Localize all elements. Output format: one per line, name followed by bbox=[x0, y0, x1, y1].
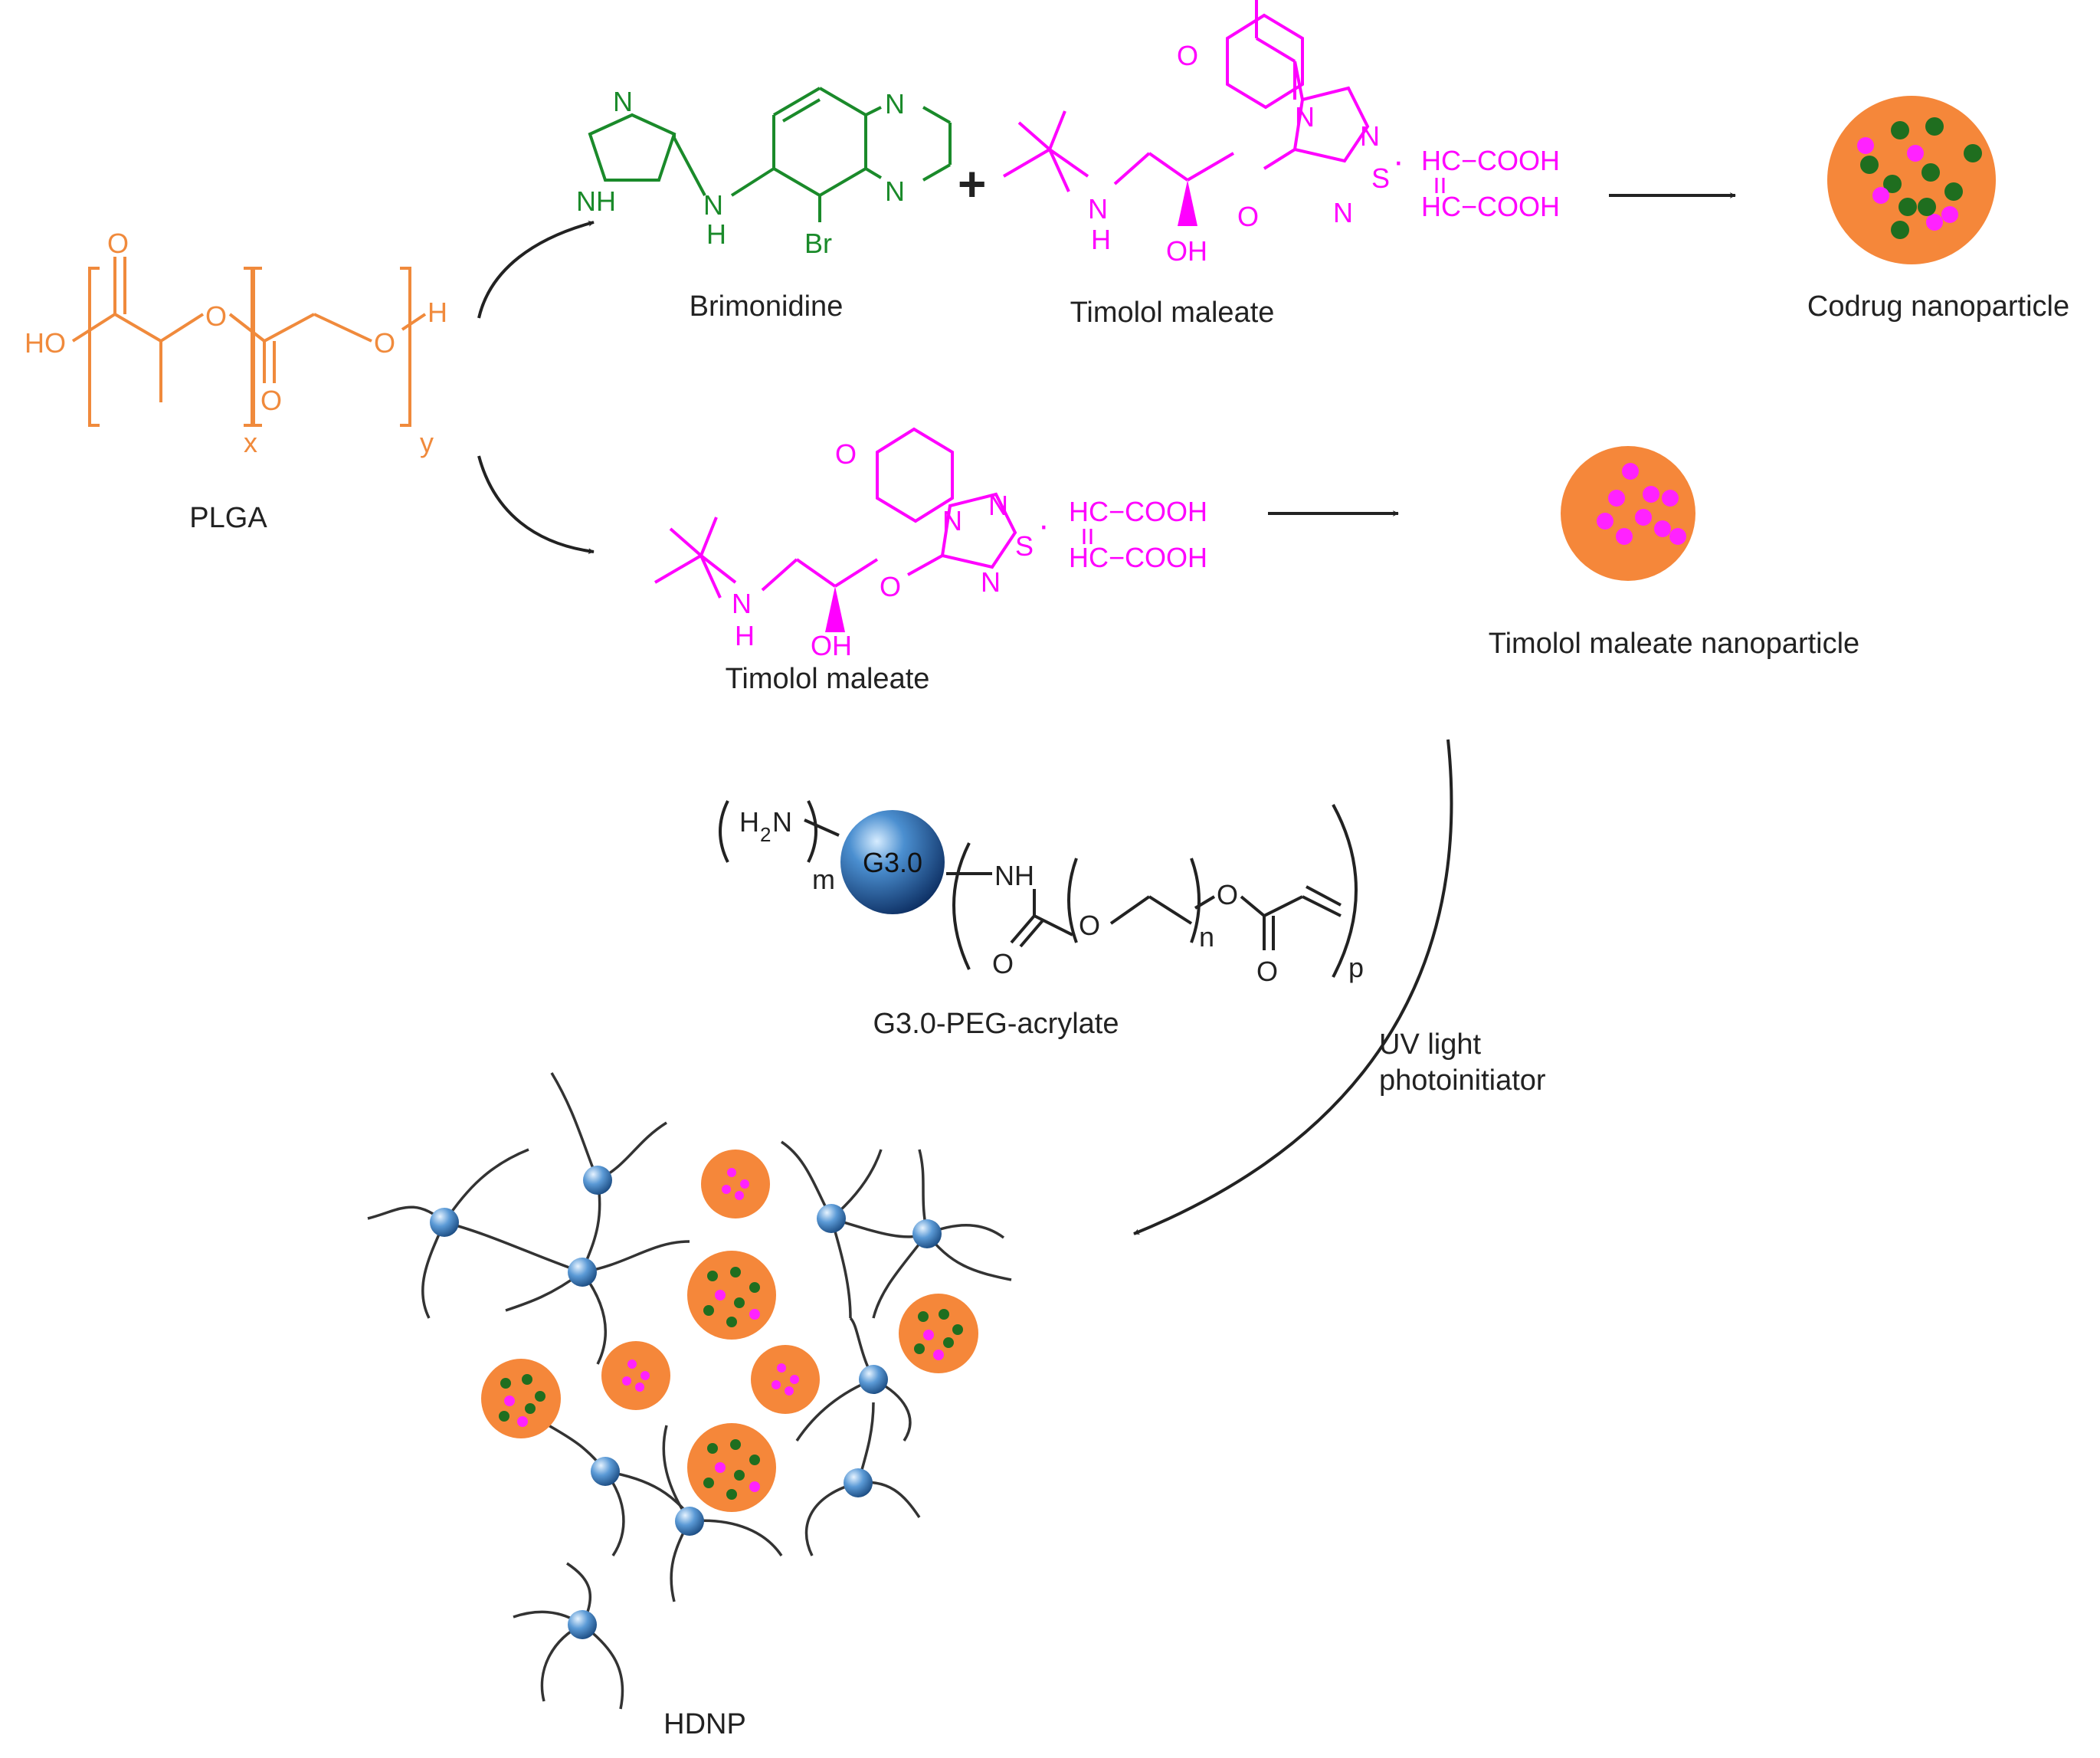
g3-acrylate-o: O bbox=[1256, 956, 1278, 987]
g3-subscript-p: p bbox=[1348, 952, 1364, 983]
brimonidine-structure bbox=[588, 87, 952, 222]
timolol-top-label: Timolol maleate bbox=[1070, 297, 1275, 329]
hdnp-polymer-strands bbox=[367, 1072, 1012, 1710]
brimonidine-label: Brimonidine bbox=[690, 290, 844, 323]
brimonidine-br: Br bbox=[804, 228, 832, 259]
timolol-top-maleate-line2: HC−COOH bbox=[1421, 191, 1560, 222]
codrug-nanoparticle bbox=[1827, 96, 1996, 264]
plga-carbonyl-o3: O bbox=[260, 385, 282, 416]
plga-ester-o4: O bbox=[374, 327, 395, 359]
timolol-top-structure bbox=[1002, 61, 1370, 192]
g3-amine-n: N bbox=[772, 806, 792, 838]
brimonidine-h-link: H bbox=[706, 218, 726, 250]
timolol-mid-morph-o: O bbox=[835, 438, 857, 470]
g3-subscript-m: m bbox=[812, 864, 835, 895]
plga-subscript-x: x bbox=[244, 427, 257, 458]
g3-dendrimer-sphere bbox=[840, 810, 945, 914]
timolol-top-amine-n: N bbox=[1088, 193, 1108, 225]
g3-peg-structure bbox=[719, 800, 1358, 978]
timolol-top-oh: OH bbox=[1166, 235, 1207, 267]
timolol-mid-maleate-line2: HC−COOH bbox=[1069, 542, 1207, 573]
plga-subscript-y: y bbox=[420, 427, 434, 458]
arrow-to-hdnp bbox=[1133, 739, 1453, 1235]
timolol-mid-oh: OH bbox=[811, 630, 852, 661]
plga-label: PLGA bbox=[189, 502, 267, 534]
g3-subscript-n: n bbox=[1199, 921, 1214, 953]
hdnp-label: HDNP bbox=[663, 1708, 746, 1740]
brimonidine-n-link: N bbox=[703, 189, 723, 221]
timolol-top-ether-o: O bbox=[1237, 201, 1259, 232]
timolol-mid-salt-dot: · bbox=[1038, 507, 1050, 544]
codrug-nanoparticle-label: Codrug nanoparticle bbox=[1807, 290, 2069, 323]
plga-carbonyl-o1: O bbox=[107, 228, 129, 259]
g3-nh: NH bbox=[994, 860, 1034, 891]
timolol-mid-amine-h: H bbox=[735, 620, 755, 651]
g3-amine-h: H bbox=[739, 806, 759, 838]
timolol-mid-maleate-line1: HC−COOH bbox=[1069, 496, 1207, 527]
arrow-to-codrug-reagents bbox=[477, 220, 595, 319]
timolol-top-thia-n2: N bbox=[1333, 197, 1353, 228]
timolol-top-maleate-line1: HC−COOH bbox=[1421, 145, 1560, 176]
timolol-top-morpholine bbox=[1255, 0, 1296, 100]
timolol-mid-ether-o: O bbox=[880, 571, 901, 602]
plga-terminal-h: H bbox=[428, 297, 447, 328]
timolol-mid-amine-n: N bbox=[732, 588, 752, 619]
timolol-top-morph-o: O bbox=[1177, 40, 1198, 71]
timolol-mid-thia-n2: N bbox=[981, 566, 1001, 598]
g3-chain-o: O bbox=[1079, 910, 1100, 941]
g3-amine-sub2: 2 bbox=[760, 823, 771, 846]
g3-ester-o: O bbox=[1217, 879, 1238, 910]
timolol-mid-morph-n: N bbox=[942, 505, 962, 536]
timolol-top-morph-n: N bbox=[1295, 101, 1315, 133]
hdnp-network bbox=[367, 1072, 1012, 1710]
timolol-top-thia-s: S bbox=[1371, 162, 1390, 194]
hdnp-codrug-particles bbox=[481, 1251, 978, 1512]
timolol-top-thia-n1: N bbox=[1360, 120, 1380, 152]
brimonidine-n-quinox2: N bbox=[885, 175, 905, 207]
timolol-mid-thia-n1: N bbox=[988, 490, 1008, 521]
timolol-drug-dots bbox=[1597, 463, 1686, 545]
timolol-nanoparticle-label: Timolol maleate nanoparticle bbox=[1489, 628, 1859, 660]
timolol-nanoparticle bbox=[1561, 446, 1695, 581]
g3-carbamate-o: O bbox=[992, 948, 1014, 979]
hdnp-crosslink-nodes bbox=[430, 1166, 942, 1639]
hdnp-timolol-particles bbox=[601, 1150, 820, 1414]
timolol-mid-label: Timolol maleate bbox=[726, 663, 930, 695]
timolol-top-salt-dot: · bbox=[1393, 143, 1404, 180]
g3-core: G3.0 bbox=[840, 810, 945, 914]
plga-ho: HO bbox=[25, 327, 66, 359]
arrow-to-timolol-reagent bbox=[477, 455, 595, 555]
timolol-top-amine-h: H bbox=[1091, 224, 1111, 255]
brimonidine-n-quinox1: N bbox=[885, 88, 905, 120]
codrug-drug-dots bbox=[1857, 117, 1982, 239]
uv-light-label: UV light bbox=[1379, 1028, 1481, 1061]
timolol-mid-structure bbox=[654, 427, 1017, 599]
brimonidine-nh-ring: NH bbox=[576, 185, 616, 217]
timolol-mid-thia-s: S bbox=[1015, 530, 1034, 562]
plga-structure bbox=[71, 257, 427, 427]
g3-core-label: G3.0 bbox=[863, 847, 922, 878]
brimonidine-n-ring: N bbox=[613, 86, 633, 117]
plus-sign: + bbox=[958, 156, 986, 212]
plga-ester-o2: O bbox=[205, 300, 227, 332]
g3-peg-label: G3.0-PEG-acrylate bbox=[873, 1008, 1119, 1040]
photoinitiator-label: photoinitiator bbox=[1379, 1064, 1546, 1097]
